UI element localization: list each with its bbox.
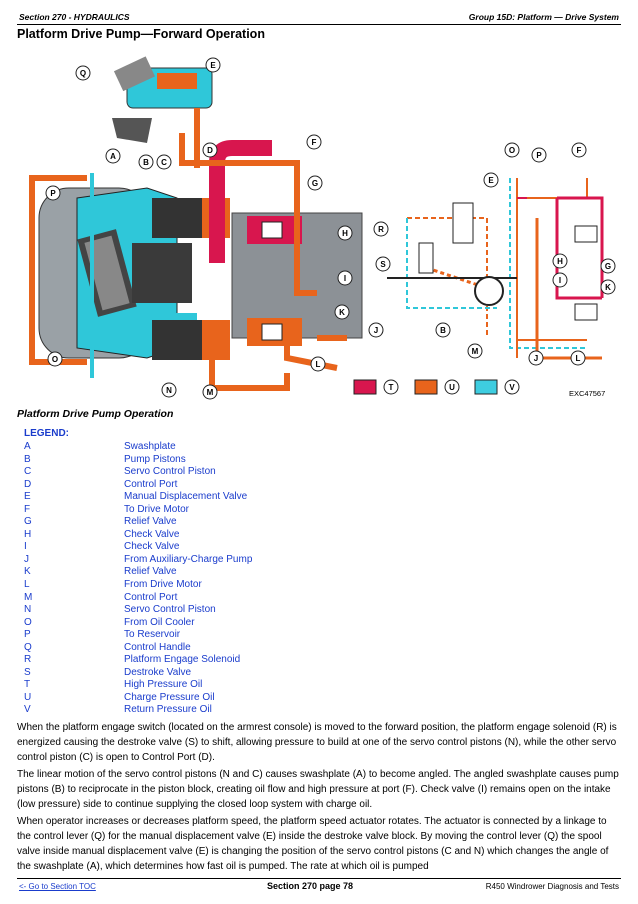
- callout-p: P: [50, 189, 56, 198]
- document-title: R450 Windrower Diagnosis and Tests: [485, 882, 619, 891]
- callout-f: F: [312, 138, 317, 147]
- schematic-callout-b: B: [440, 326, 446, 335]
- callout-d: D: [207, 146, 213, 155]
- key-label-u: U: [449, 383, 455, 392]
- callout-e: E: [210, 61, 216, 70]
- page-title: Platform Drive Pump—Forward Operation: [17, 27, 265, 41]
- schematic-callout-i: I: [559, 276, 561, 285]
- callout-b: B: [143, 158, 149, 167]
- callout-n: N: [166, 386, 172, 395]
- key-swatch-t: [353, 379, 377, 395]
- pump-diagram: Q E F D A B C G P H I J K L O N M: [29, 56, 616, 400]
- schematic-callout-o: O: [509, 146, 515, 155]
- schematic-callout-h: H: [557, 257, 563, 266]
- section-label: Section 270 - HYDRAULICS: [19, 12, 130, 22]
- callout-a: A: [110, 152, 116, 161]
- paragraph-1: When the platform engage switch (located…: [17, 722, 617, 763]
- key-swatch-v: [474, 379, 498, 395]
- schematic-callout-s: S: [380, 260, 386, 269]
- schematic-callout-e: E: [488, 176, 494, 185]
- callout-j: J: [374, 326, 378, 335]
- callout-q: Q: [80, 69, 86, 78]
- key-label-t: T: [389, 383, 394, 392]
- toc-link[interactable]: <- Go to Section TOC: [19, 882, 96, 891]
- page-number: Section 270 page 78: [267, 881, 354, 891]
- schematic-callout-k: K: [605, 283, 611, 292]
- key-label-v: V: [509, 383, 515, 392]
- schematic-callout-g: G: [605, 262, 611, 271]
- schematic-callout-p: P: [536, 151, 542, 160]
- paragraph-2: The linear motion of the servo control p…: [17, 769, 619, 810]
- legend-title: LEGEND:: [24, 428, 69, 439]
- callout-m: M: [207, 388, 214, 397]
- callout-g: G: [312, 179, 318, 188]
- schematic-callout-r: R: [378, 225, 384, 234]
- group-label: Group 15D: Platform — Drive System: [468, 12, 619, 22]
- schematic-callout-m: M: [472, 347, 479, 356]
- schematic-callout-l: L: [576, 354, 581, 363]
- page-header: Section 270 - HYDRAULICS Group 15D: Plat…: [17, 8, 621, 25]
- key-swatch-u: [414, 379, 438, 395]
- schematic-callout-f: F: [577, 146, 582, 155]
- callout-h: H: [342, 229, 348, 238]
- callout-l: L: [316, 360, 321, 369]
- callout-c: C: [161, 158, 167, 167]
- callout-o: O: [52, 355, 58, 364]
- figure-caption: Platform Drive Pump Operation: [17, 408, 174, 420]
- callout-i: I: [344, 274, 346, 283]
- callout-k: K: [339, 308, 345, 317]
- paragraph-3: When operator increases or decreases pla…: [17, 816, 609, 872]
- figure-id: EXC47567: [569, 389, 605, 398]
- page-footer: <- Go to Section TOC Section 270 page 78…: [17, 878, 621, 893]
- schematic-callout-j: J: [534, 354, 538, 363]
